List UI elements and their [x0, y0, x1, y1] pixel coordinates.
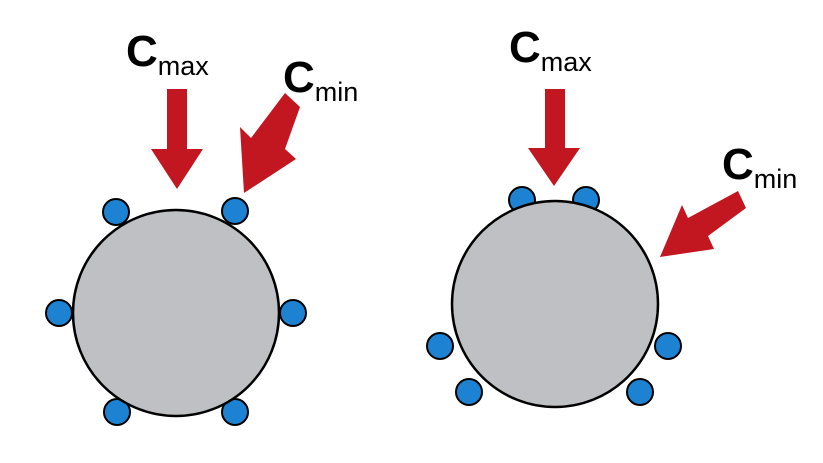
right-small-circle-mid-left: [426, 332, 454, 360]
left-small-circle-top-right: [221, 197, 249, 225]
left-small-circle-bottom-right: [221, 398, 249, 426]
left-arrow-cmax: [151, 89, 203, 189]
left-big-circle: [71, 208, 281, 418]
right-big-circle: [450, 199, 660, 409]
right-label-cmin: Cmin: [722, 140, 797, 194]
right-arrow-cmin: [660, 191, 746, 257]
right-label-cmax: Cmax: [509, 23, 592, 77]
left-arrow-cmin: [240, 93, 300, 193]
right-small-circle-bottom-left: [455, 378, 483, 406]
left-small-circle-bottom-left: [103, 398, 131, 426]
left-label-cmin: Cmin: [283, 53, 358, 107]
left-small-circle-mid-right: [279, 299, 307, 327]
left-diagram: Cmax Cmin: [45, 27, 358, 426]
right-diagram: Cmax Cmin: [426, 23, 797, 409]
left-label-cmax: Cmax: [126, 27, 209, 81]
right-small-circle-mid-right: [654, 332, 682, 360]
left-small-circle-mid-left: [45, 299, 73, 327]
left-small-circle-top-left: [102, 198, 130, 226]
right-small-circle-bottom-right: [626, 378, 654, 406]
right-arrow-cmax: [528, 89, 580, 186]
